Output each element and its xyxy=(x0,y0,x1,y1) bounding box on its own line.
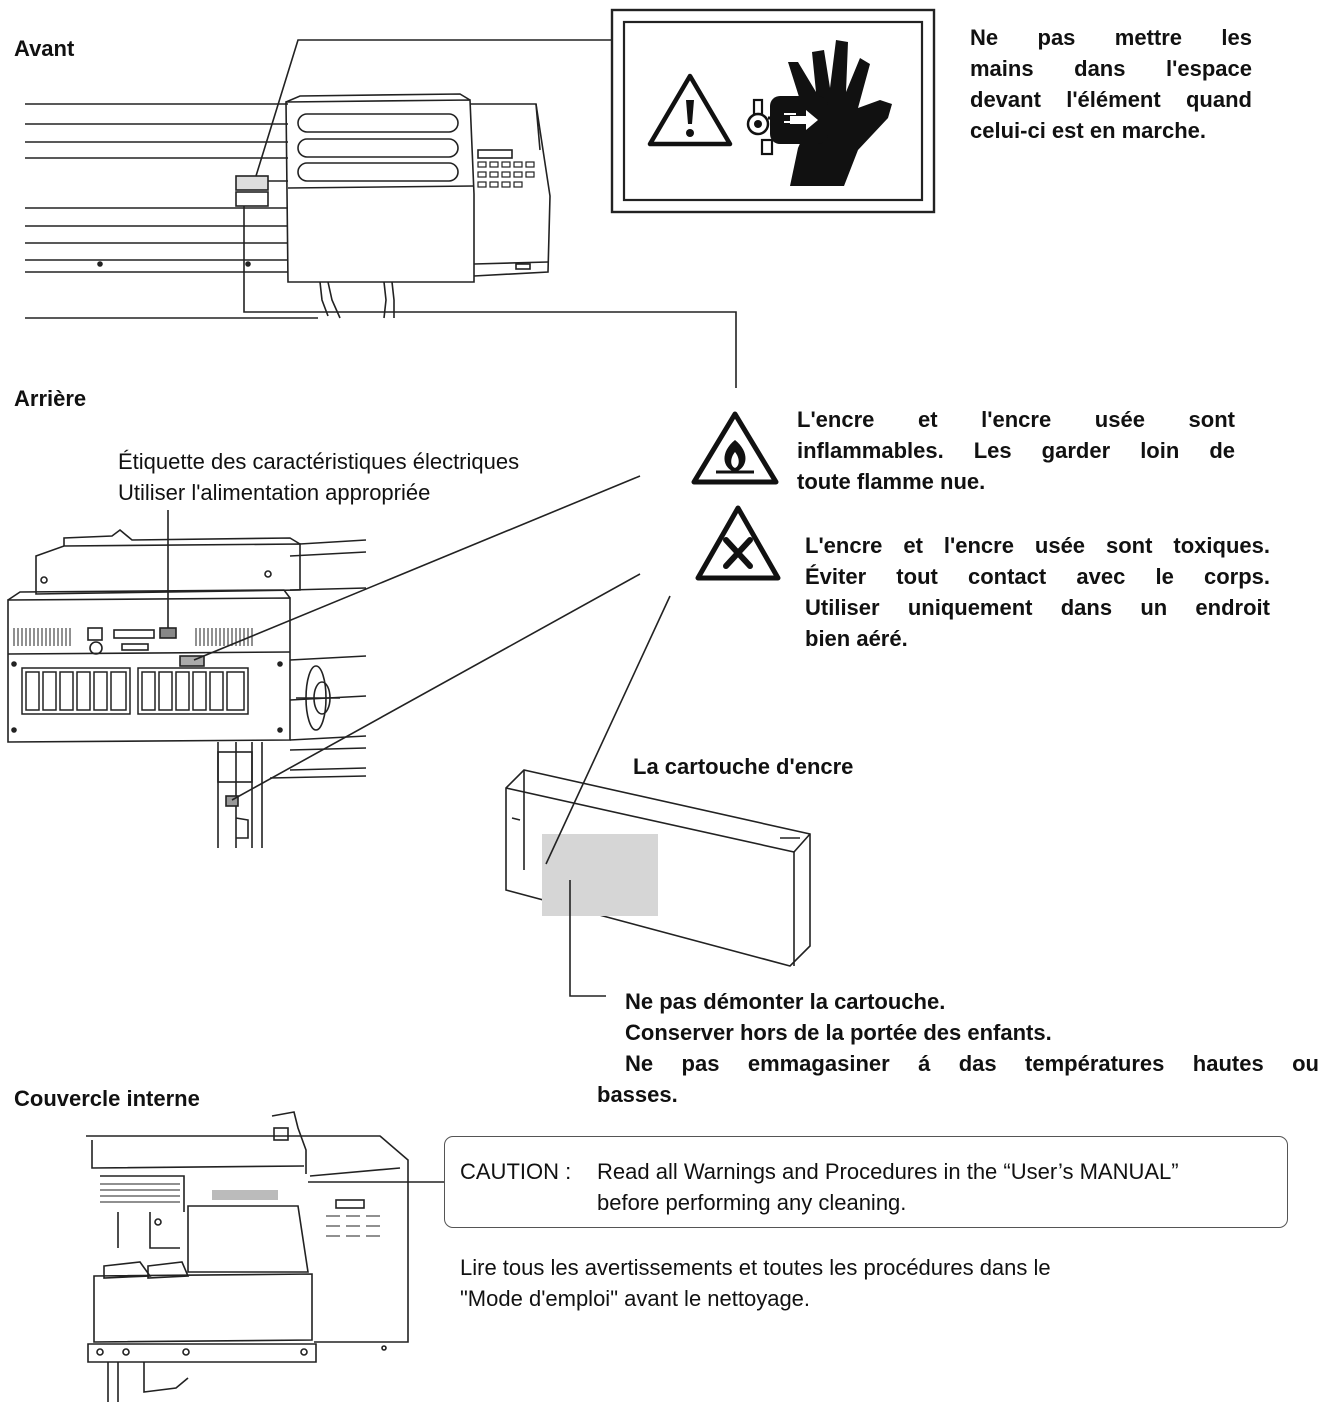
flammable-warning-line: L'encre et l'encre usée sont xyxy=(797,407,1235,432)
cartridge-warning-line: Ne pas emmagasiner á das températures ha… xyxy=(625,1051,1319,1076)
hand-warning-line: mains dans l'espace xyxy=(970,56,1252,81)
flammable-icon xyxy=(691,411,779,485)
caution-prefix: CAUTION : xyxy=(460,1159,572,1184)
caution-label-box xyxy=(444,1136,1288,1228)
ink-cartridge-drawing xyxy=(505,595,811,997)
toxic-icon xyxy=(695,505,781,581)
hand-warning-sign-inner xyxy=(622,20,924,202)
printer-front-drawing xyxy=(25,39,737,388)
section-label-rear: Arrière xyxy=(14,386,87,411)
flammable-warning-line: toute flamme nue. xyxy=(797,469,986,494)
toxic-warning-line: Éviter tout contact avec le corps. xyxy=(805,564,1270,589)
inner-cover-drawing xyxy=(86,1111,444,1402)
hand-warning-line: devant l'élément quand xyxy=(970,87,1252,112)
cartridge-warning-text: Ne pas démonter la cartouche. Conserver … xyxy=(625,986,1319,1079)
electrical-label-line2: Utiliser l'alimentation appropriée xyxy=(118,480,431,505)
caution-line1: Read all Warnings and Procedures in the … xyxy=(597,1159,1179,1184)
toxic-warning-line: L'encre et l'encre usée sont toxiques. xyxy=(805,533,1270,558)
toxic-warning-text: L'encre et l'encre usée sont toxiques. É… xyxy=(805,530,1270,654)
caution-triangle-icon xyxy=(647,73,733,147)
hand-warning-text: Ne pas mettre les mains dans l'espace de… xyxy=(970,22,1252,146)
flammable-warning-text: L'encre et l'encre usée sont inflammable… xyxy=(797,404,1235,497)
cartridge-warning-line: basses. xyxy=(597,1082,678,1107)
electrical-label-line1: Étiquette des caractéristiques électriqu… xyxy=(118,449,520,474)
printer-rear-drawing xyxy=(7,475,641,848)
hand-warning-sign-outer xyxy=(610,8,936,214)
cartridge-title: La cartouche d'encre xyxy=(633,754,854,779)
hand-pinch-icon xyxy=(746,40,892,186)
cleaning-note: Lire tous les avertissements et toutes l… xyxy=(460,1252,1051,1314)
toxic-warning-line: Utiliser uniquement dans un endroit xyxy=(805,595,1270,620)
hand-warning-line: Ne pas mettre les xyxy=(970,25,1252,50)
hand-warning-line: celui-ci est en marche. xyxy=(970,118,1206,143)
flammable-warning-line: inflammables. Les garder loin de xyxy=(797,438,1235,463)
toxic-warning-line: bien aéré. xyxy=(805,626,908,651)
section-label-inner-cover: Couvercle interne xyxy=(14,1086,200,1111)
caution-line2: before performing any cleaning. xyxy=(597,1190,907,1215)
cartridge-warning-line: Ne pas démonter la cartouche. xyxy=(625,989,946,1014)
cleaning-note-line2: "Mode d'emploi" avant le nettoyage. xyxy=(460,1286,811,1311)
section-label-front: Avant xyxy=(14,36,75,61)
cartridge-warning-line: Conserver hors de la portée des enfants. xyxy=(625,1020,1052,1045)
cleaning-note-line1: Lire tous les avertissements et toutes l… xyxy=(460,1255,1051,1280)
electrical-label-caption: Étiquette des caractéristiques électriqu… xyxy=(118,446,519,508)
